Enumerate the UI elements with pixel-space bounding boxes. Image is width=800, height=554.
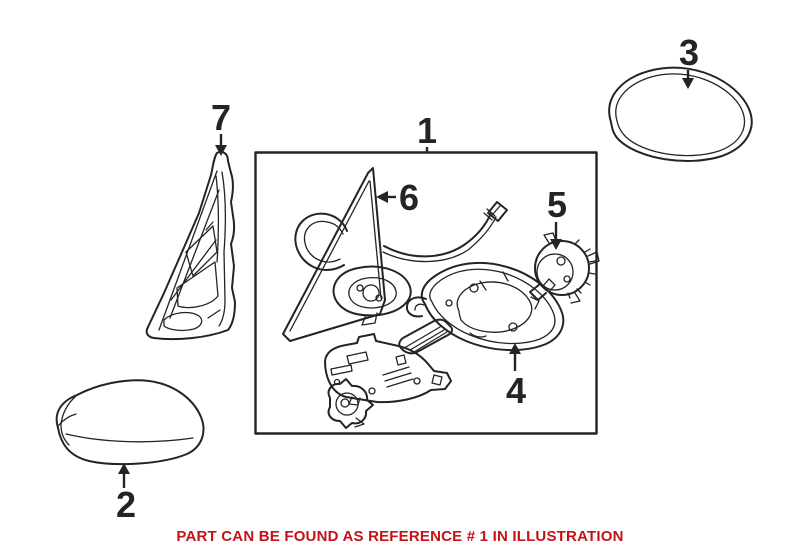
part-5-motor-drawing — [529, 232, 600, 304]
part-1-mirror-assembly-box — [254, 151, 600, 435]
wire-loop-drawing — [294, 212, 348, 271]
callout-2-arrowhead — [118, 463, 130, 474]
callout-5-number: 5 — [547, 184, 567, 225]
small-motor-drawing — [327, 378, 374, 429]
callout-2-number: 2 — [116, 484, 136, 525]
callout-6-arrowhead — [376, 191, 388, 203]
callout-7: 7 — [211, 97, 231, 156]
power-cable-drawing — [382, 201, 508, 263]
callout-3-arrowhead — [682, 78, 694, 89]
bracket-plate-drawing — [324, 333, 452, 406]
callout-3-number: 3 — [679, 32, 699, 73]
part-7-trim-panel-drawing — [145, 150, 236, 341]
callout-1: 1 — [417, 110, 437, 153]
callout-4: 4 — [506, 343, 526, 411]
callout-1-number: 1 — [417, 110, 437, 151]
callout-2: 2 — [116, 463, 136, 525]
part-4-housing-drawing — [405, 261, 565, 351]
mirror-base-drawing — [332, 265, 412, 326]
callout-6-number: 6 — [399, 177, 419, 218]
callout-7-number: 7 — [211, 97, 231, 138]
callout-5: 5 — [547, 184, 567, 250]
reference-note-text: PART CAN BE FOUND AS REFERENCE # 1 IN IL… — [176, 528, 624, 545]
callout-3: 3 — [679, 32, 699, 89]
part-2-mirror-cap-drawing — [55, 379, 205, 466]
callout-4-number: 4 — [506, 370, 526, 411]
part-3-mirror-glass-drawing — [608, 66, 753, 162]
callout-6: 6 — [376, 177, 419, 218]
cable-connector-drawing — [487, 201, 508, 222]
spring-bracket-drawing — [398, 318, 453, 355]
callout-7-arrowhead — [215, 145, 227, 156]
callout-4-arrowhead — [509, 343, 521, 354]
callout-5-arrowhead — [550, 239, 562, 250]
